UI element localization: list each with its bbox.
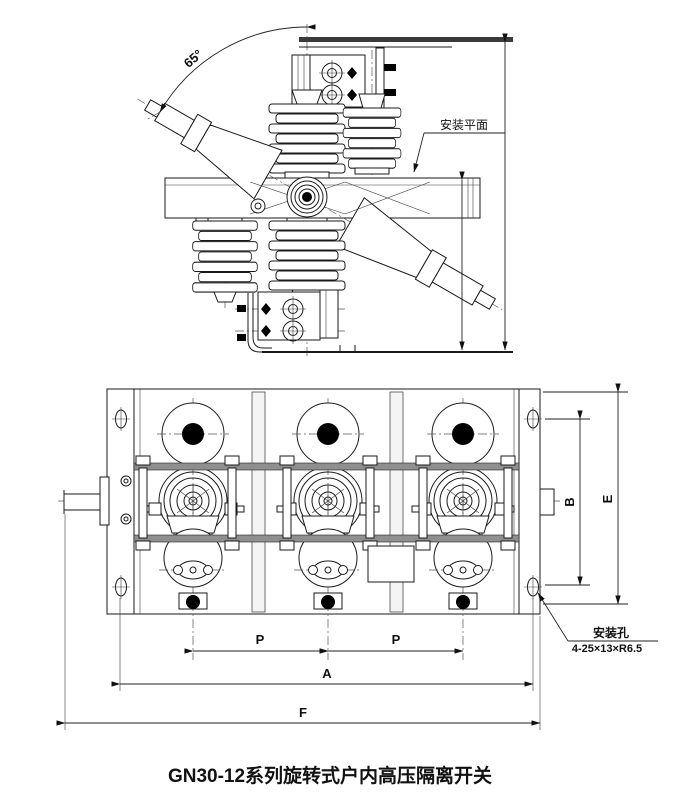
- side-height-dimensions: [459, 33, 508, 351]
- mounting-hole-label: 安装孔: [593, 625, 629, 640]
- mounting-hole-spec: 4-25×13×R6.5: [572, 643, 642, 655]
- dimension-b: B: [545, 410, 590, 586]
- plan-view: B E P P A F: [56, 383, 658, 730]
- top-support-bar: [299, 37, 513, 42]
- lower-terminal-assembly: [237, 289, 339, 353]
- upper-rail: [133, 462, 520, 471]
- lower-left-insulator: [192, 217, 258, 303]
- dim-p-left-label: P: [256, 632, 265, 647]
- dim-a-label: A: [322, 666, 332, 681]
- rotating-hub: [249, 176, 431, 218]
- drive-shaft: [63, 475, 132, 526]
- dim-p-right-label: P: [392, 632, 401, 647]
- rotation-angle-label: 65°: [181, 46, 206, 70]
- upper-right-insulator: [342, 93, 402, 175]
- mounting-hole-callout: 安装孔 4-25×13×R6.5: [537, 592, 658, 655]
- dimension-p: P P: [184, 632, 464, 654]
- dim-f-label: F: [299, 705, 307, 720]
- mechanism-box: [367, 545, 415, 583]
- right-tab: [539, 488, 555, 516]
- drawing-title: GN30-12系列旋转式户内高压隔离开关: [168, 764, 492, 787]
- lower-rail: [133, 534, 520, 543]
- tie-strap: [251, 391, 266, 613]
- rail-stud-links: [135, 455, 516, 551]
- mounting-plane-label: 安装平面: [440, 117, 488, 132]
- dimension-f: F: [56, 514, 541, 730]
- mounting-plane-callout: 安装平面: [413, 117, 505, 173]
- rotating-blade-arms: [137, 98, 503, 310]
- dimension-a: A: [111, 598, 534, 691]
- dimension-e: E: [543, 383, 628, 605]
- dim-e-label: E: [600, 494, 615, 503]
- lower-center-insulator: [268, 217, 346, 303]
- side-view: 65° 安装平面: [137, 24, 513, 356]
- dim-b-label: B: [562, 497, 577, 506]
